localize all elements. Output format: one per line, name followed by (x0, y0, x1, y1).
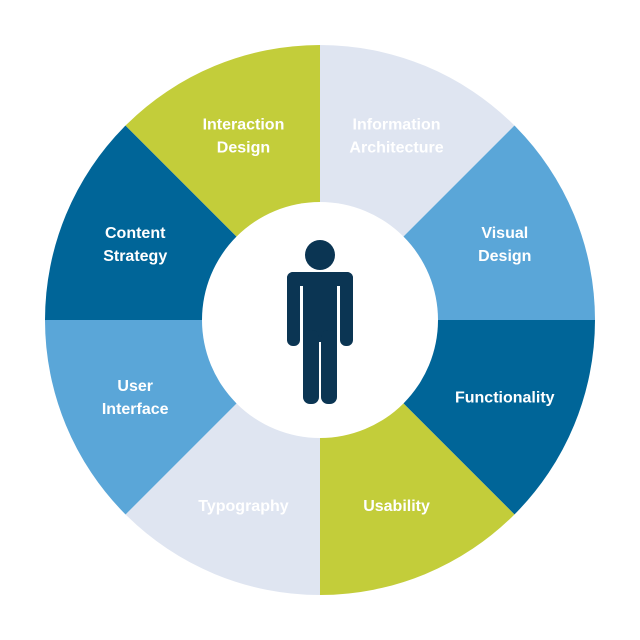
segment-label: Usability (363, 498, 430, 515)
segment-label: Functionality (455, 390, 555, 407)
segment-label-line: Design (478, 248, 531, 265)
segment-label-line: Design (217, 140, 270, 157)
segment-label-line: Content (105, 225, 166, 242)
segment-label-line: Usability (363, 498, 430, 515)
segment-label-line: Typography (198, 498, 288, 515)
person-icon (287, 240, 353, 404)
segment-label-line: Visual (481, 225, 528, 242)
segment-label-line: Functionality (455, 390, 555, 407)
segment-label-line: Interface (102, 401, 169, 418)
segment-label-line: Information (353, 117, 441, 134)
segment-label-line: Strategy (103, 248, 167, 265)
segment-label-line: Interaction (203, 117, 285, 134)
segment-label-line: Architecture (349, 140, 443, 157)
segment-label: Typography (198, 498, 288, 515)
segment-label-line: User (117, 378, 153, 395)
